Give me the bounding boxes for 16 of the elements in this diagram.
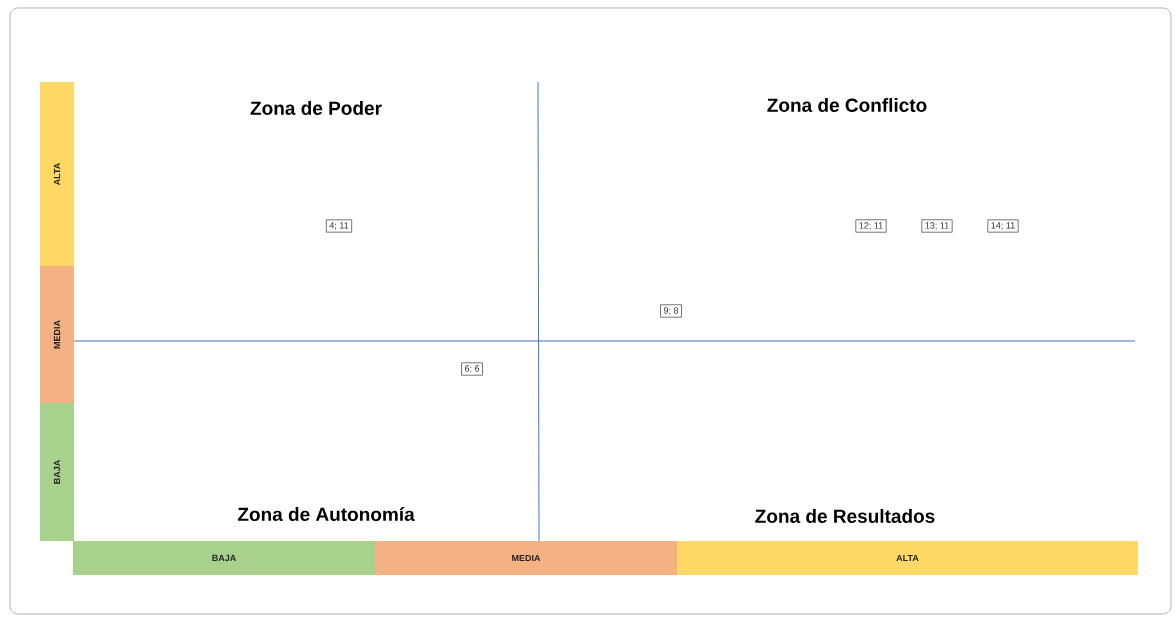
zone-title: Zona de Resultados [755,509,935,523]
scale-band: ALTA [677,541,1138,575]
data-point-box: 4; 11 [325,219,353,233]
data-point-box: 12; 11 [855,219,887,233]
scale-band: BAJA [73,541,375,575]
zone-title: Zona de Poder [250,101,382,115]
scale-band: MEDIA [40,266,74,403]
zone-title: Zona de Autonomía [237,506,415,522]
scale-band: ALTA [40,82,74,266]
scale-band: BAJA [40,403,74,541]
data-point-box: 6; 6 [461,362,483,376]
data-point-box: 14; 11 [987,219,1019,233]
data-point-box: 13; 11 [921,219,953,233]
scale-band: MEDIA [375,541,677,575]
data-point-box: 9; 8 [660,304,682,318]
zone-title: Zona de Conflicto [767,98,927,112]
